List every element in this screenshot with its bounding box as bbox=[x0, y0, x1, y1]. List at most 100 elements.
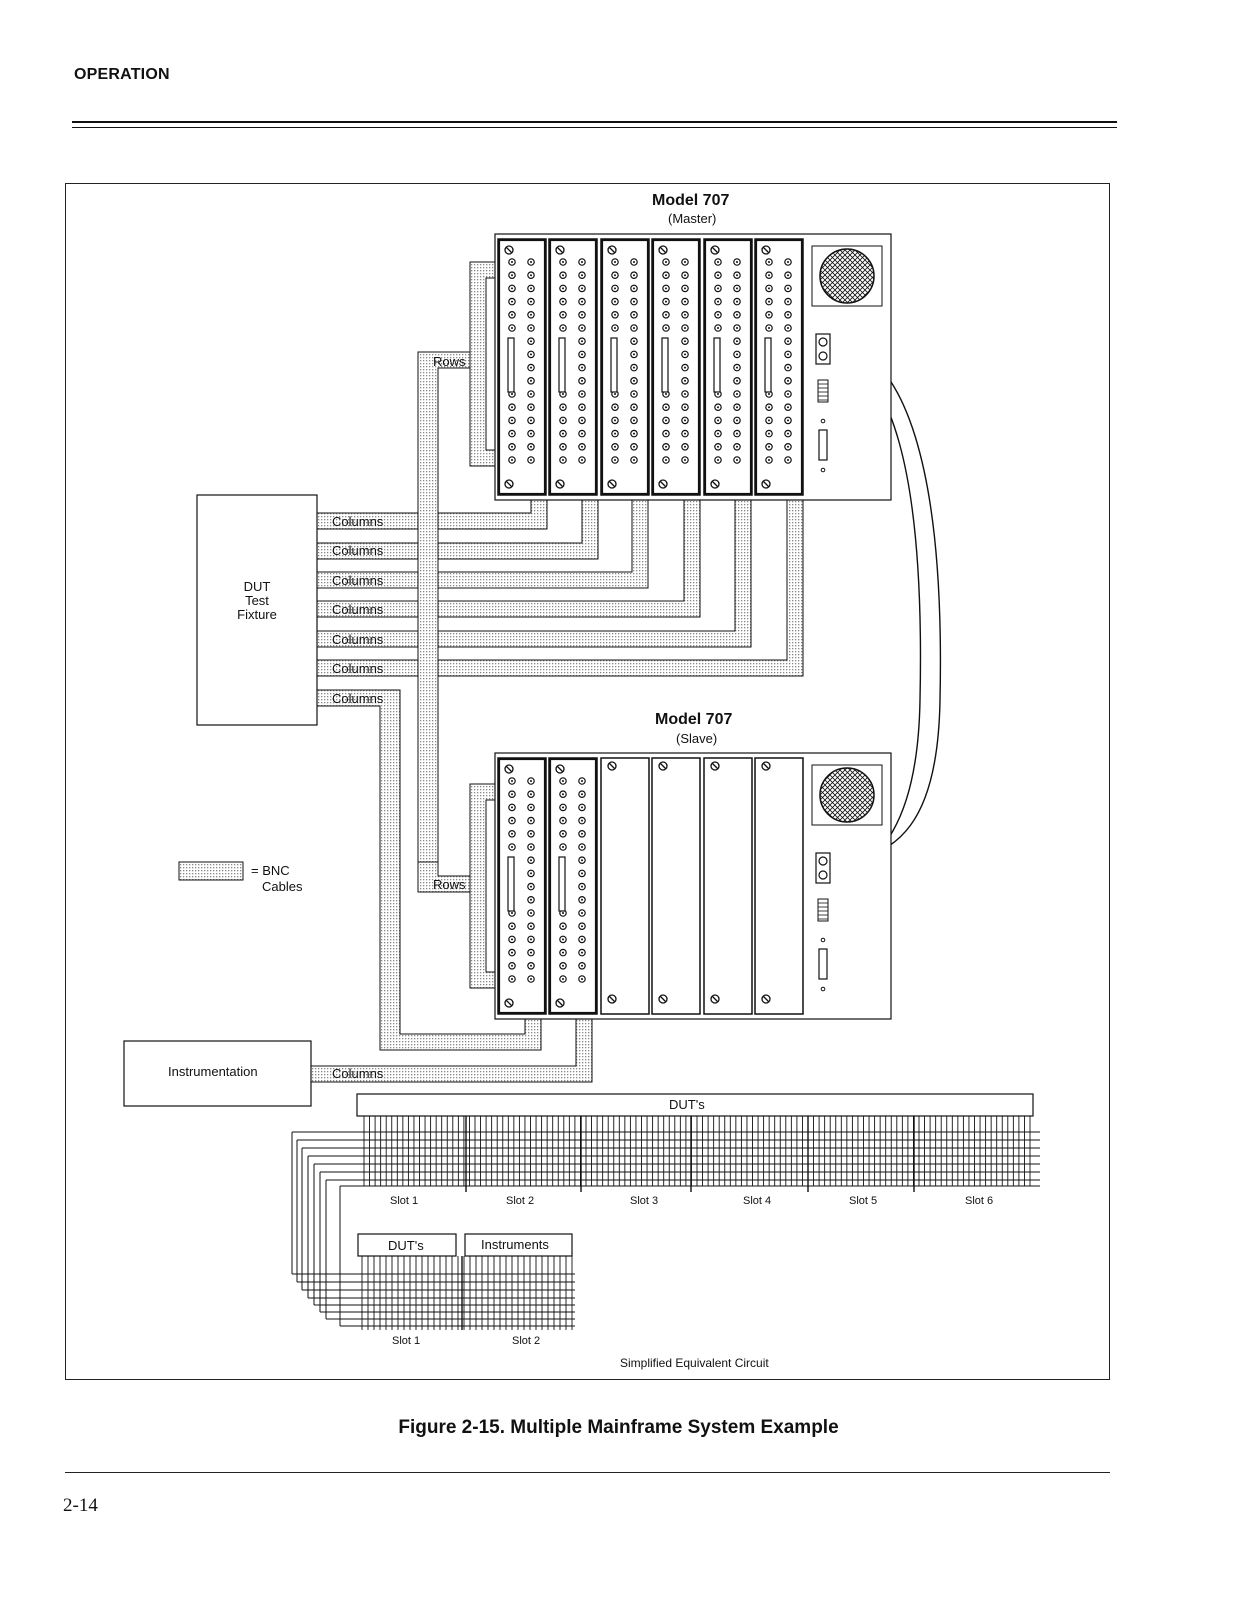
eq-top-slot-5: Slot 5 bbox=[849, 1195, 878, 1207]
connector-pin bbox=[717, 419, 719, 422]
connector-pin bbox=[614, 287, 616, 290]
connector-pin bbox=[581, 366, 583, 369]
bnc-cables bbox=[123, 261, 942, 1107]
connector-pin bbox=[562, 912, 564, 914]
connector-pin bbox=[633, 340, 635, 343]
connector-pin bbox=[530, 287, 532, 290]
connector-pin bbox=[787, 300, 789, 303]
connector-pin bbox=[511, 780, 513, 782]
connector-pin bbox=[530, 819, 532, 822]
dip-switch-icon bbox=[817, 379, 829, 403]
connector-pin bbox=[581, 274, 583, 277]
connector-pin bbox=[633, 287, 635, 290]
connector-pin bbox=[562, 313, 564, 316]
connector-pin bbox=[665, 327, 667, 329]
connector-pin bbox=[717, 445, 719, 448]
connector-pin bbox=[581, 925, 583, 928]
eq-top-slot-3: Slot 3 bbox=[630, 1195, 659, 1207]
connector-pin bbox=[736, 340, 738, 343]
connector-pin bbox=[581, 898, 583, 901]
eq-top-dut-label: DUT's bbox=[669, 1097, 705, 1112]
connector-pin bbox=[530, 938, 532, 941]
connector-pin bbox=[684, 432, 686, 435]
connector-pin bbox=[511, 261, 513, 263]
columns-label-3: Columns bbox=[332, 573, 384, 588]
connector-pin bbox=[581, 313, 583, 316]
connector-pin bbox=[768, 432, 770, 435]
screw-slot bbox=[505, 246, 513, 254]
connector-pin bbox=[717, 313, 719, 316]
connector-pin bbox=[530, 859, 532, 862]
connector-pin bbox=[684, 287, 686, 290]
connector-pin bbox=[562, 261, 564, 263]
connector-pin bbox=[530, 793, 532, 796]
card-slot bbox=[703, 238, 753, 496]
connector-pin bbox=[511, 978, 513, 980]
header-rule bbox=[72, 121, 1117, 123]
connector-pin bbox=[665, 406, 667, 409]
connector-pin bbox=[736, 379, 738, 382]
connector-pin bbox=[633, 379, 635, 382]
connector-pin bbox=[665, 419, 667, 422]
screw-slot bbox=[711, 246, 719, 254]
connector-pin bbox=[665, 313, 667, 316]
connector-pin bbox=[787, 353, 789, 356]
connector-pin bbox=[581, 445, 583, 448]
trigger-out-icon bbox=[818, 351, 828, 361]
fan-grille-icon bbox=[819, 248, 875, 304]
eq-top-slot-6: Slot 6 bbox=[965, 1195, 994, 1207]
connector-pin bbox=[614, 419, 616, 422]
connector-pin bbox=[736, 366, 738, 369]
connector-pin bbox=[787, 366, 789, 369]
connector-pin bbox=[787, 274, 789, 277]
card-connector bbox=[558, 856, 566, 912]
connector-pin bbox=[530, 313, 532, 316]
connector-pin bbox=[530, 806, 532, 809]
connector-pin bbox=[530, 393, 532, 395]
eq-top-slot-1: Slot 1 bbox=[390, 1195, 419, 1207]
connector-pin bbox=[530, 964, 532, 967]
connector-pin bbox=[665, 459, 667, 461]
connector-pin bbox=[787, 393, 789, 395]
eq-top-slot-2: Slot 2 bbox=[506, 1195, 535, 1207]
connector-pin bbox=[581, 340, 583, 343]
card-connector bbox=[661, 337, 669, 393]
connector-pin bbox=[530, 432, 532, 435]
connector-pin bbox=[581, 793, 583, 796]
connector-pin bbox=[511, 964, 513, 967]
dip-switch-icon bbox=[817, 898, 829, 922]
connector-pin bbox=[511, 445, 513, 448]
connector-pin bbox=[717, 274, 719, 277]
trigger-out-icon bbox=[818, 870, 828, 880]
connector-pin bbox=[736, 287, 738, 290]
connector-pin bbox=[581, 353, 583, 356]
connector-pin bbox=[736, 261, 738, 263]
connector-pin bbox=[581, 379, 583, 382]
connector-pin bbox=[562, 274, 564, 277]
connector-pin bbox=[511, 327, 513, 329]
connector-pin bbox=[787, 432, 789, 435]
connector-pin bbox=[530, 261, 532, 263]
connector-pin bbox=[633, 459, 635, 461]
connector-pin bbox=[717, 261, 719, 263]
connector-pin bbox=[665, 393, 667, 395]
connector-pin bbox=[581, 819, 583, 822]
connector-pin bbox=[736, 445, 738, 448]
connector-pin bbox=[633, 313, 635, 316]
eq-bottom-slot-1: Slot 1 bbox=[392, 1335, 421, 1347]
connector-pin bbox=[581, 300, 583, 303]
connector-pin bbox=[787, 419, 789, 422]
connector-pin bbox=[736, 327, 738, 329]
connector-pin bbox=[562, 925, 564, 928]
master-subtitle: (Master) bbox=[668, 211, 717, 226]
connector-pin bbox=[530, 780, 532, 782]
card-connector bbox=[713, 337, 721, 393]
rows-label-slave: Rows bbox=[433, 877, 466, 892]
connector-pin bbox=[530, 353, 532, 356]
card-border bbox=[548, 238, 598, 496]
fan-grille-icon bbox=[819, 767, 875, 823]
connector-pin bbox=[614, 459, 616, 461]
connector-pin bbox=[562, 978, 564, 980]
screw-slot bbox=[556, 480, 564, 488]
